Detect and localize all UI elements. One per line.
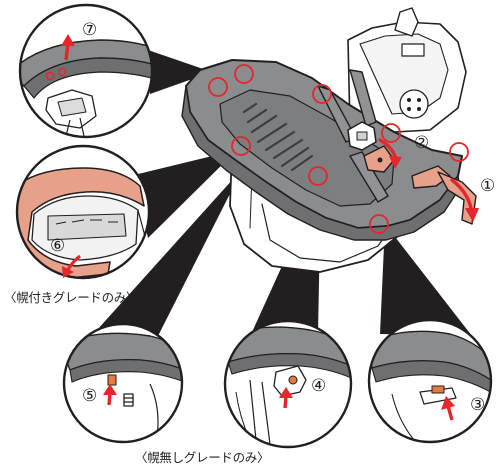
headrest-slot	[402, 44, 424, 56]
seat-illustration	[182, 8, 479, 272]
step-label-5: ⑤	[82, 388, 97, 405]
step-label-4: ④	[311, 378, 326, 395]
step-label-2: ②	[414, 135, 429, 152]
step-label-6: ⑥	[50, 238, 65, 255]
headrest-top	[395, 8, 418, 36]
step-label-1: ①	[480, 178, 495, 195]
step-label-3: ③	[470, 397, 485, 414]
release-tab	[108, 375, 116, 385]
detail-4	[220, 316, 356, 452]
arrow-step-7	[66, 44, 68, 60]
caption-with-hood: 〈幌付きグレードのみ〉	[4, 292, 138, 305]
detail-5	[60, 320, 190, 450]
corner-release-tab	[432, 386, 444, 393]
step-label-7: ⑦	[82, 22, 97, 39]
backrest-vent	[400, 90, 428, 118]
caption-without-hood: 〈幌無しグレードのみ〉	[135, 452, 269, 465]
detail-3	[366, 318, 494, 446]
detail-6	[10, 140, 160, 285]
